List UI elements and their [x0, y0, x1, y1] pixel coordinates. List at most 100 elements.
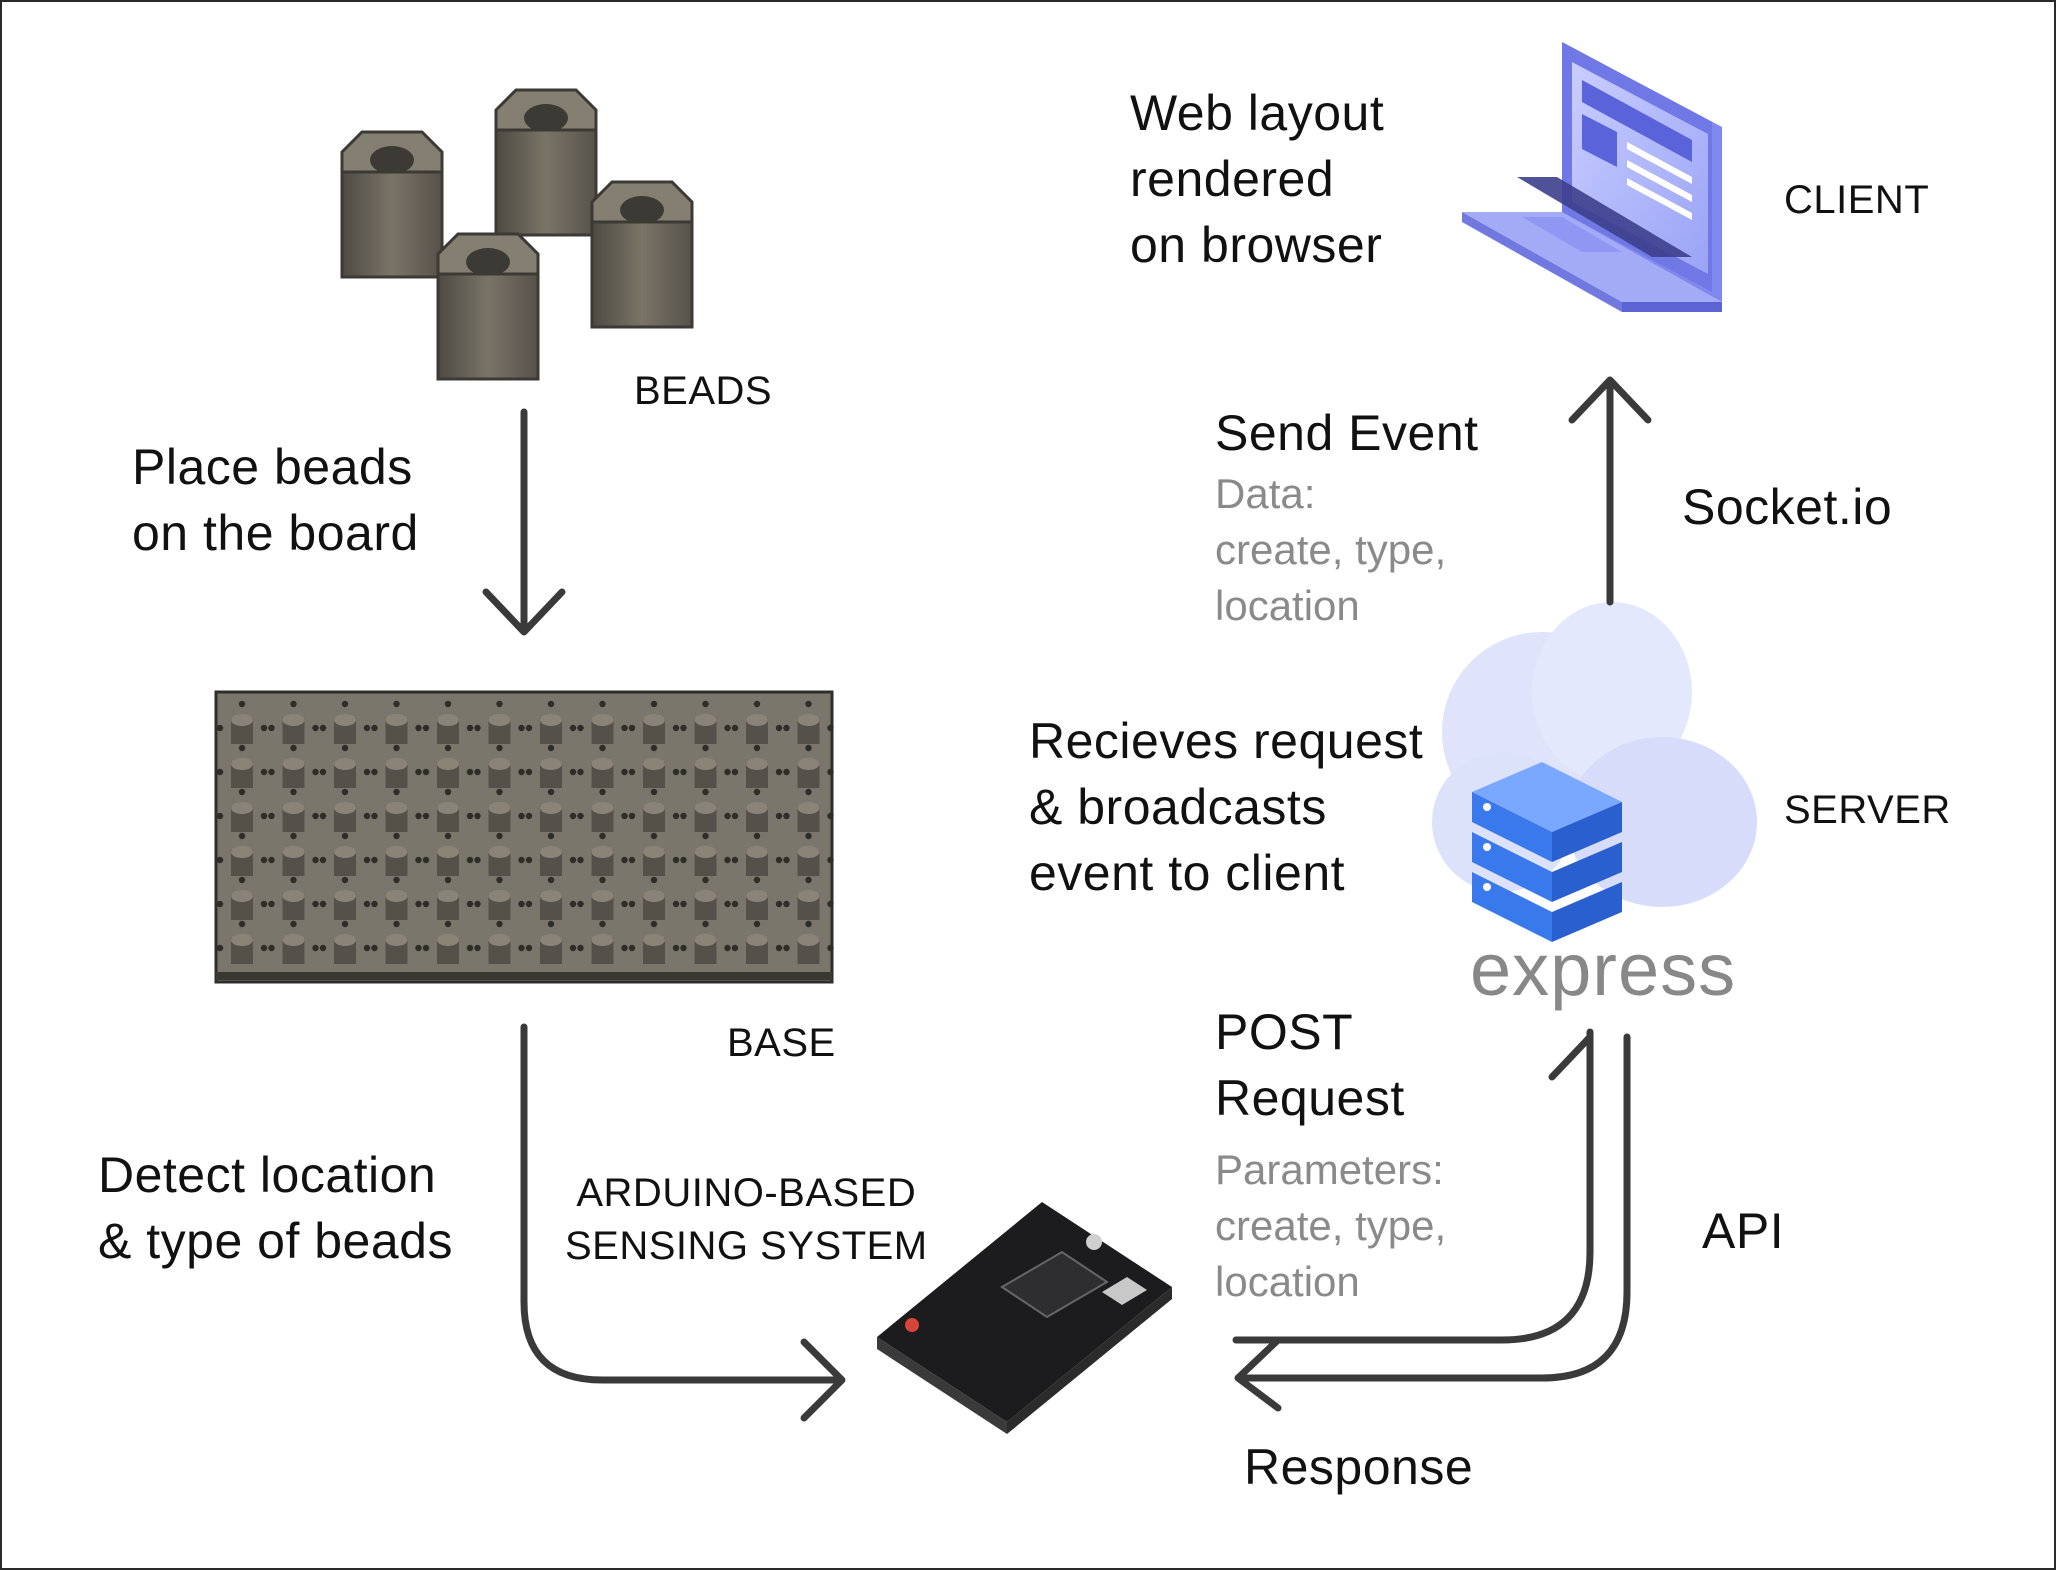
peg-hole — [260, 900, 268, 908]
peg-top — [437, 890, 459, 902]
arrow-detect — [520, 1023, 846, 1422]
peg-hole — [621, 812, 628, 820]
peg-top — [437, 934, 459, 946]
peg-top — [643, 934, 665, 946]
peg-top — [437, 802, 459, 814]
peg-top — [746, 802, 768, 814]
peg-hole — [444, 700, 452, 708]
arrow-post-request — [1232, 1028, 1594, 1344]
peg-top — [694, 846, 717, 858]
recieves-step: Recieves request & broadcasts event to c… — [1029, 713, 1424, 901]
peg-top — [694, 802, 717, 814]
peg-top — [797, 802, 820, 814]
peg-hole — [650, 744, 658, 752]
peg-hole — [702, 876, 709, 884]
peg-hole — [268, 856, 275, 864]
arrow-socket-up — [1568, 376, 1652, 606]
peg-hole — [290, 876, 297, 884]
peg-hole — [731, 944, 739, 952]
peg-hole — [363, 856, 371, 864]
peg-top — [591, 802, 614, 814]
peg-top — [334, 890, 356, 902]
peg-hole — [680, 724, 687, 732]
peg-hole — [518, 944, 525, 952]
peg-hole — [363, 812, 371, 820]
peg-hole — [238, 788, 246, 796]
peg-top — [643, 890, 665, 902]
peg-top — [643, 846, 665, 858]
peg-hole — [599, 876, 606, 884]
peg-hole — [268, 812, 275, 820]
peg-top — [334, 758, 356, 770]
response-label: Response — [1244, 1439, 1474, 1495]
peg-hole — [290, 700, 297, 708]
peg-top — [437, 846, 459, 858]
peg-hole — [238, 700, 246, 708]
peg-hole — [474, 724, 481, 732]
peg-hole — [753, 876, 761, 884]
peg-hole — [290, 832, 297, 840]
peg-top — [797, 890, 820, 902]
peg-top — [437, 714, 459, 726]
peg-hole — [319, 900, 327, 908]
peg-hole — [341, 788, 349, 796]
peg-hole — [474, 856, 481, 864]
peg-hole — [238, 832, 246, 840]
peg-top — [591, 934, 614, 946]
peg-hole — [569, 768, 577, 776]
peg-hole — [341, 832, 349, 840]
peg-hole — [547, 920, 555, 928]
peg-hole — [805, 832, 812, 840]
peg-top — [488, 758, 511, 770]
peg-hole — [312, 812, 319, 820]
peg-hole — [415, 856, 422, 864]
arrow-api-response — [1234, 1033, 1631, 1412]
peg-hole — [466, 768, 474, 776]
peg-hole — [341, 700, 349, 708]
peg-hole — [466, 900, 474, 908]
peg-hole — [371, 856, 378, 864]
peg-hole — [731, 900, 739, 908]
peg-hole — [650, 832, 658, 840]
peg-hole — [422, 812, 430, 820]
peg-hole — [393, 876, 400, 884]
peg-hole — [621, 768, 628, 776]
peg-top — [746, 714, 768, 726]
base-label: BASE — [727, 1021, 836, 1065]
peg-top — [231, 934, 253, 946]
peg-hole — [805, 744, 812, 752]
peg-hole — [724, 856, 731, 864]
peg-hole — [525, 768, 533, 776]
peg-hole — [805, 920, 812, 928]
peg-top — [385, 890, 408, 902]
peg-top — [797, 846, 820, 858]
detect-step: Detect location & type of beads — [98, 1147, 453, 1269]
peg-top — [540, 758, 562, 770]
peg-hole — [628, 768, 636, 776]
peg-top — [334, 802, 356, 814]
beads-icon — [340, 88, 694, 381]
socketio-label: Socket.io — [1682, 479, 1893, 535]
peg-top — [385, 714, 408, 726]
peg-hole — [496, 832, 503, 840]
peg-hole — [599, 700, 606, 708]
peg-top — [488, 846, 511, 858]
peg-top — [282, 802, 305, 814]
arduino-board-icon — [877, 1202, 1172, 1434]
peg-top — [231, 846, 253, 858]
peg-hole — [496, 920, 503, 928]
peg-hole — [783, 944, 790, 952]
peg-hole — [672, 768, 680, 776]
peg-hole — [496, 876, 503, 884]
peg-top — [591, 846, 614, 858]
peg-hole — [444, 920, 452, 928]
peg-hole — [363, 768, 371, 776]
send-event-data: Data: create, type, location — [1215, 470, 1447, 629]
peg-hole — [753, 744, 761, 752]
peg-top — [694, 714, 717, 726]
peg-hole — [599, 788, 606, 796]
peg-hole — [268, 944, 275, 952]
peg-hole — [444, 876, 452, 884]
peg-hole — [577, 768, 584, 776]
peg-hole — [415, 724, 422, 732]
